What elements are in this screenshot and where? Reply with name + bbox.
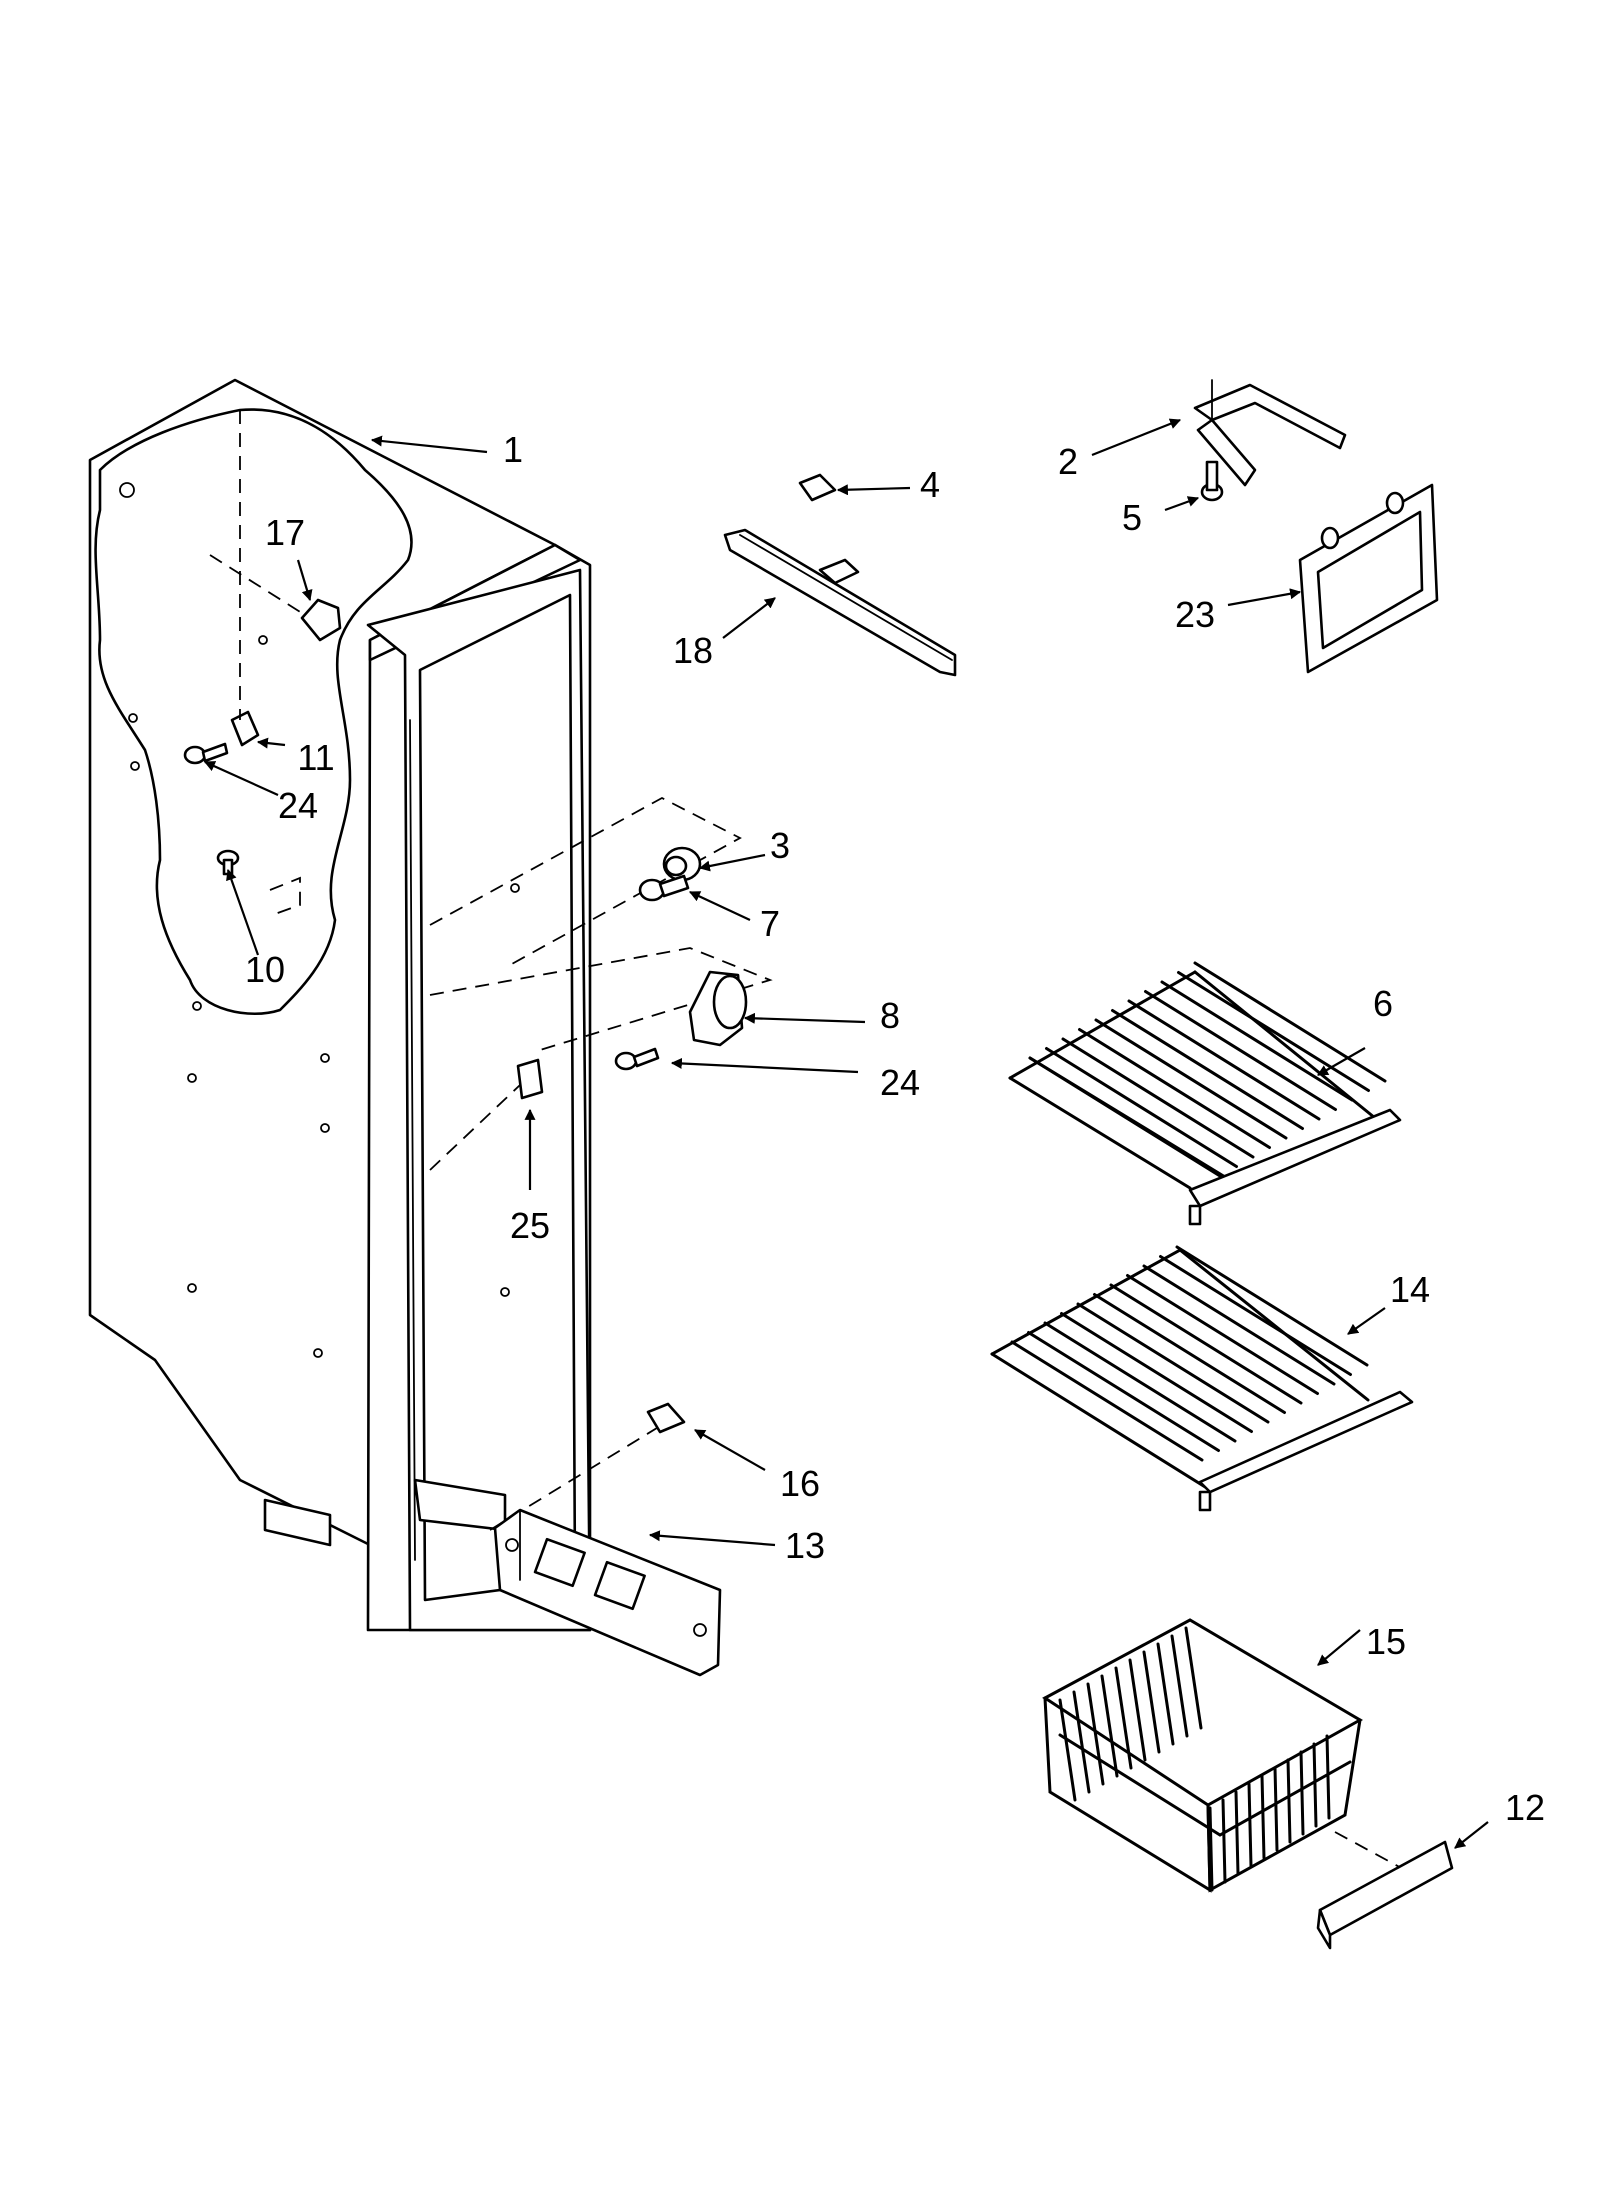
wire-bar [1175, 1245, 1369, 1367]
wire-bar [1221, 1798, 1227, 1884]
wire-bar [1170, 1634, 1189, 1738]
wire-bar [1273, 1766, 1279, 1852]
callout-3: 3 [770, 825, 790, 866]
wire-bar [1156, 1642, 1175, 1746]
basket-bracket-12 [1316, 1840, 1454, 1950]
wire-bar [1127, 999, 1321, 1121]
wire-bar [1286, 1758, 1292, 1844]
wire-bar [1111, 1009, 1304, 1130]
wire-bar [1144, 990, 1337, 1111]
bottom-trim-13 [493, 1508, 722, 1677]
freezer-liner [88, 378, 592, 1632]
tray-23 [1298, 483, 1439, 674]
wire-bar [1247, 1782, 1253, 1868]
wire-bar [1027, 1331, 1220, 1452]
wire-bar [1061, 1037, 1255, 1159]
wire-bar [1028, 1056, 1222, 1178]
wire-bar [1045, 1047, 1238, 1168]
callout-6: 6 [1373, 983, 1393, 1024]
callout-7: 7 [760, 903, 780, 944]
dash-plane-25 [429, 1084, 521, 1171]
wire-bar [1094, 1018, 1288, 1140]
liner-holes [119, 482, 520, 1358]
screw-4 [798, 473, 837, 502]
wire-bar [1076, 1302, 1270, 1424]
wire-bar [1312, 1742, 1318, 1828]
bracket-17 [300, 598, 342, 642]
clip-11 [230, 710, 260, 747]
callout-10: 10 [245, 949, 285, 990]
wire-bar [1114, 1666, 1133, 1770]
callout-24-right: 24 [880, 1062, 920, 1103]
wire-bar [1058, 1698, 1077, 1802]
leader-lines [203, 418, 1489, 1849]
screw-10 [216, 849, 240, 876]
callout-1: 1 [503, 429, 523, 470]
wire-bar [1260, 1774, 1266, 1860]
wire-bar [1010, 1340, 1204, 1462]
wire-bar [1325, 1734, 1331, 1820]
callout-24-left: 24 [278, 785, 318, 826]
screw-5 [1200, 460, 1224, 502]
wire-bar [1043, 1321, 1237, 1443]
bracket-2 [1193, 379, 1347, 487]
retainer-25 [516, 1058, 544, 1100]
dash-plane-upper [429, 796, 742, 966]
wire-bar [1184, 1626, 1203, 1730]
callout-14: 14 [1390, 1269, 1430, 1310]
wire-bar [1126, 1274, 1319, 1395]
screw-7 [638, 874, 690, 902]
wire-bar [1086, 1682, 1105, 1786]
screw-16 [646, 1402, 686, 1434]
callout-23: 23 [1175, 594, 1215, 635]
callout-12: 12 [1505, 1787, 1545, 1828]
wire-shelf-14 [990, 1245, 1414, 1512]
dash-basket [1334, 1831, 1406, 1871]
callout-11: 11 [297, 737, 334, 778]
callout-8: 8 [880, 995, 900, 1036]
callout-17: 17 [265, 512, 305, 553]
wire-bar [1078, 1028, 1271, 1149]
screw-24-right [614, 1047, 660, 1071]
dash-17 [209, 554, 306, 616]
wire-bar [1160, 980, 1354, 1102]
callout-2: 2 [1058, 441, 1078, 482]
bushing-3 [662, 846, 702, 882]
wire-shelf-6 [1008, 961, 1402, 1240]
wire-bar [1128, 1658, 1147, 1762]
wire-basket-15 [1042, 1618, 1364, 1893]
wire-bar [1159, 1255, 1352, 1376]
wire-bar [1208, 1806, 1214, 1892]
rail-18 [723, 528, 957, 677]
callout-16: 16 [780, 1463, 820, 1504]
callout-25: 25 [510, 1205, 550, 1246]
wire-bar [1193, 961, 1387, 1083]
callout-4: 4 [920, 464, 940, 505]
hinge-cover-8 [688, 970, 748, 1047]
wire-bar [1299, 1750, 1305, 1836]
wire-bar [1100, 1674, 1119, 1778]
wire-bar [1093, 1293, 1286, 1414]
callout-18: 18 [673, 630, 713, 671]
callout-labels: 1 2 3 4 5 6 7 8 10 11 12 13 14 15 16 17 … [245, 429, 1545, 1828]
dash-plane-lower [429, 947, 773, 1051]
callout-15: 15 [1366, 1621, 1406, 1662]
callout-5: 5 [1122, 497, 1142, 538]
screw-24-left [183, 742, 229, 765]
wire-bar [1177, 971, 1370, 1092]
dash-10 [269, 876, 301, 916]
wire-bar [1142, 1264, 1336, 1386]
wire-bar [1060, 1312, 1253, 1433]
liner-cutaway [94, 408, 413, 1016]
callout-13: 13 [785, 1525, 825, 1566]
wire-bar [1142, 1650, 1161, 1754]
wire-bar [1234, 1790, 1240, 1876]
wire-bar [1072, 1690, 1091, 1794]
wire-bar [1109, 1283, 1303, 1405]
